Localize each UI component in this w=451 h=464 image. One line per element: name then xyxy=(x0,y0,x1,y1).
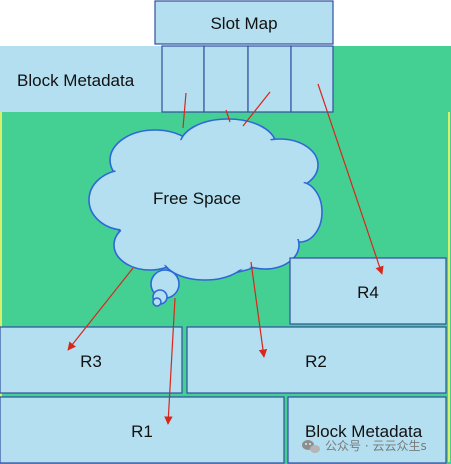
record-r2-box xyxy=(186,326,447,394)
record-r2-label: R2 xyxy=(305,352,327,371)
watermark-text: 公众号 · 云云众生s xyxy=(325,439,427,453)
record-r1-label: R1 xyxy=(131,422,153,441)
record-r4-label: R4 xyxy=(357,283,379,302)
slot-line xyxy=(225,109,231,123)
record-r3-label: R3 xyxy=(80,352,102,371)
slot-pointer-arrows xyxy=(67,83,384,425)
free-space-cloud-fill xyxy=(94,124,317,274)
slot-cell xyxy=(161,45,205,113)
slot-map-box xyxy=(154,0,334,45)
record-r3-box xyxy=(0,326,183,394)
arrow-to-r2 xyxy=(250,261,268,358)
arrow-to-r4 xyxy=(317,83,384,275)
arrow-to-r3 xyxy=(67,267,134,351)
arrow-to-r1 xyxy=(164,297,176,425)
slot-map-label: Slot Map xyxy=(210,14,277,33)
watermark: 公众号 · 云云众生s xyxy=(302,439,427,453)
slot-cell xyxy=(247,45,292,113)
slot-line xyxy=(182,92,187,129)
block-metadata-bottom-label: Block Metadata xyxy=(305,422,423,441)
block-metadata-top-label: Block Metadata xyxy=(17,71,135,90)
wechat-icon xyxy=(302,440,320,453)
slot-line xyxy=(242,91,271,127)
slot-cell xyxy=(290,45,334,113)
block-metadata-top-box xyxy=(0,46,162,112)
free-space-label: Free Space xyxy=(153,189,241,208)
record-r4-box xyxy=(289,257,447,325)
slot-cell xyxy=(203,45,249,113)
record-r1-box xyxy=(0,396,285,464)
